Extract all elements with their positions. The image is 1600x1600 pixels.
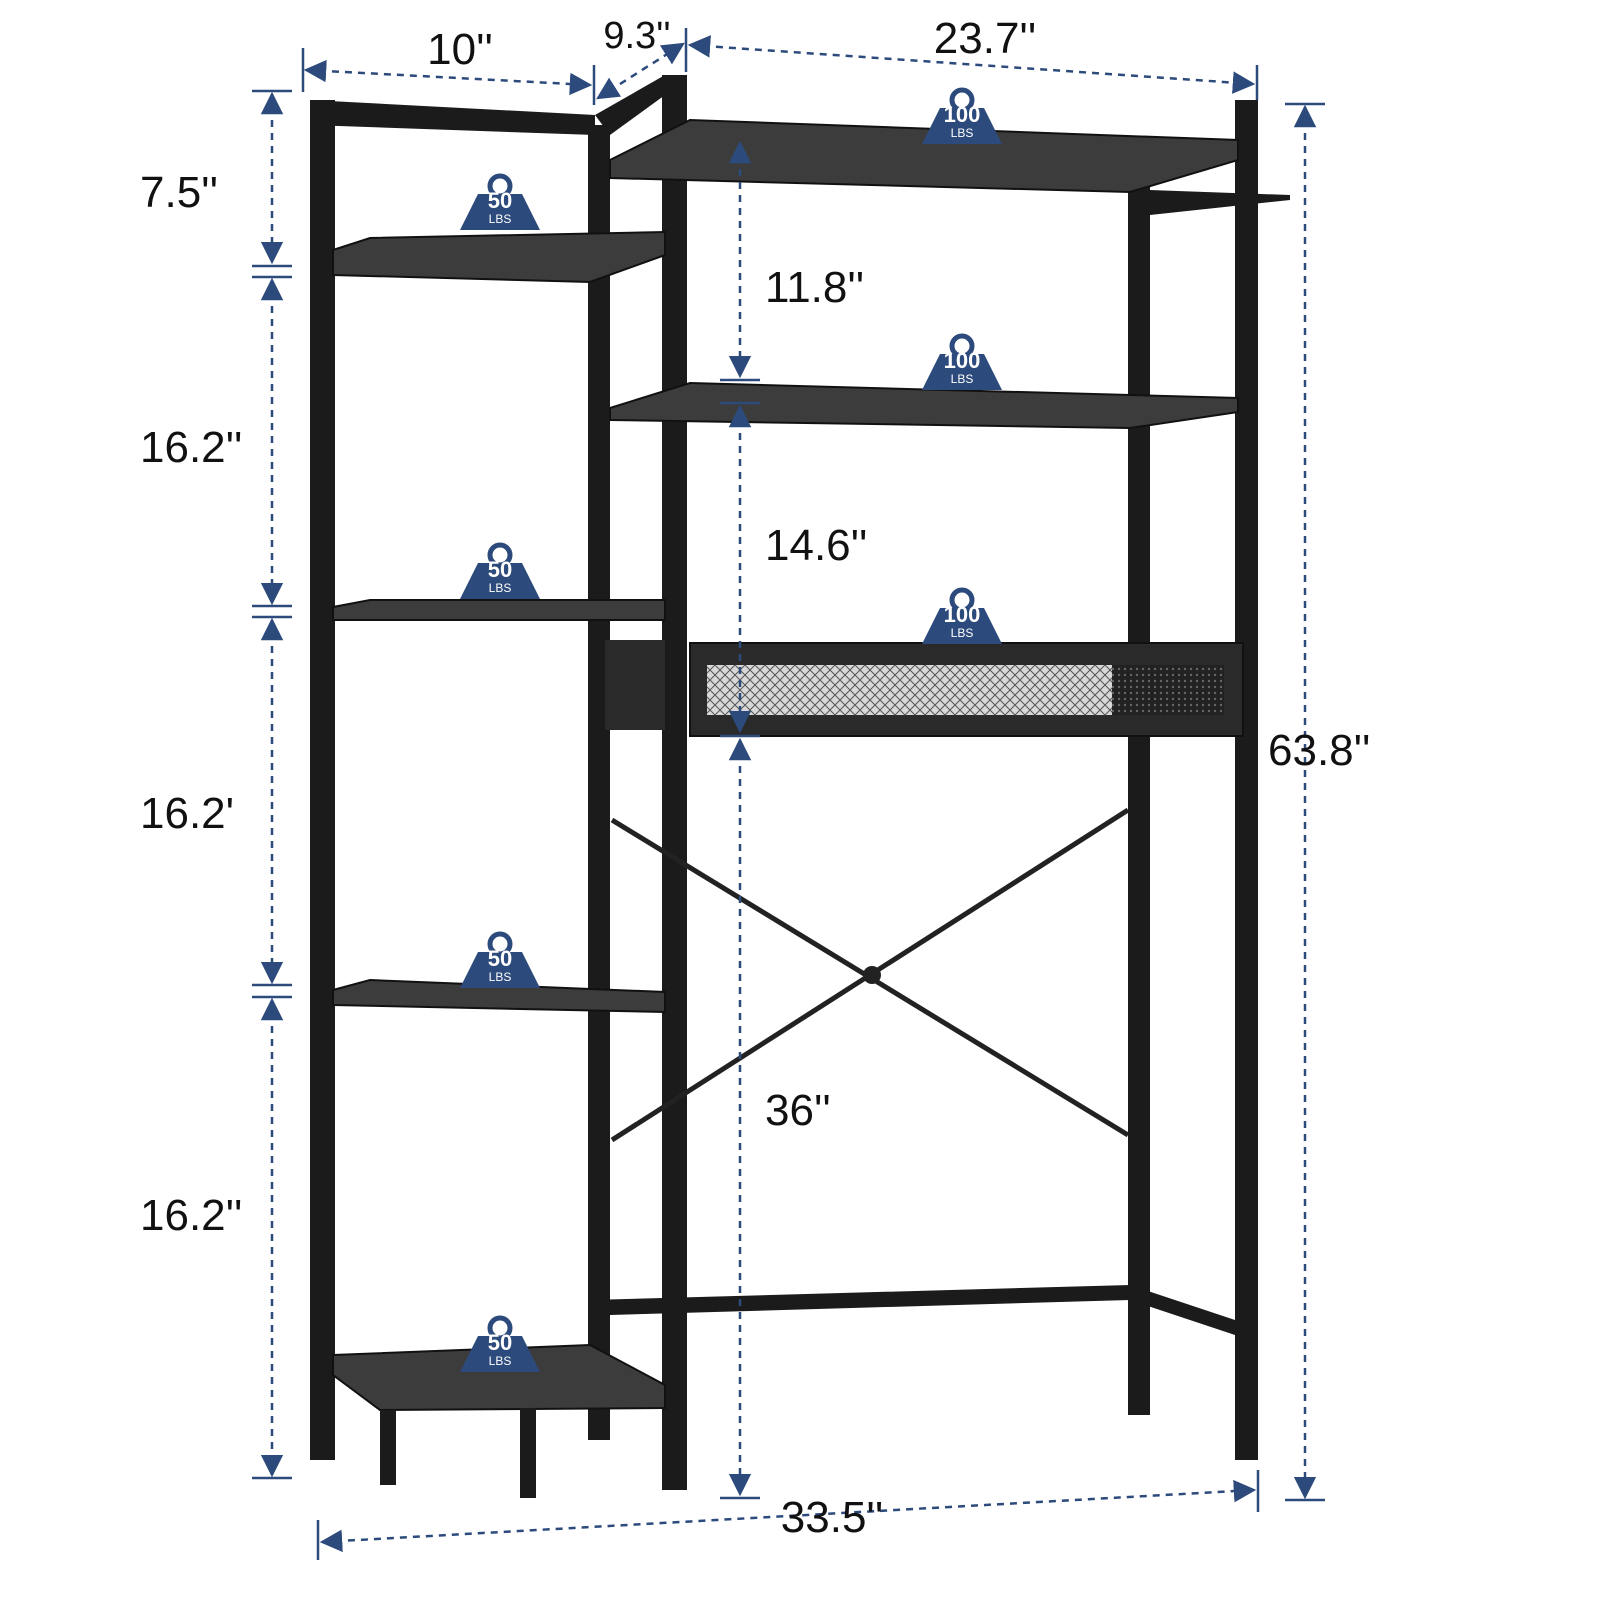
left-shelf-2	[332, 599, 666, 621]
badge-unit: LBS	[489, 581, 512, 595]
left-shelf-4	[332, 1343, 666, 1412]
badge-value: 50	[488, 1330, 512, 1355]
badge-value: 100	[944, 602, 981, 627]
left-shelves	[332, 230, 666, 1498]
step-leg	[520, 1408, 536, 1498]
left-shelf-1	[332, 230, 666, 284]
right-shelf-middle	[609, 381, 1239, 430]
left-shelf-3	[332, 978, 666, 1014]
dim-line-23-7	[687, 35, 1256, 94]
drawer-mesh-dark	[1112, 665, 1224, 715]
badge-value: 50	[488, 557, 512, 582]
badge-value: 100	[944, 348, 981, 373]
dimension-lines	[252, 28, 1325, 1560]
label-right-gap-3: 36''	[765, 1086, 831, 1135]
badge-value: 50	[488, 188, 512, 213]
badge-unit: LBS	[951, 126, 974, 140]
brace-joint	[863, 966, 881, 984]
label-left-gap-1: 7.5''	[140, 168, 218, 217]
label-left-gap-3: 16.2'	[140, 789, 234, 838]
label-total-width: 33.5''	[781, 1493, 883, 1542]
bottom-bar	[590, 1285, 1235, 1335]
badge-value: 100	[944, 102, 981, 127]
side-drawer	[605, 640, 665, 730]
step-leg	[380, 1410, 396, 1485]
frame	[310, 75, 1290, 1490]
label-left-gap-4: 16.2''	[140, 1191, 242, 1240]
badge-unit: LBS	[951, 626, 974, 640]
drawer-mesh	[707, 665, 1112, 715]
label-right-gap-1: 11.8''	[765, 263, 864, 312]
label-left-shelf-depth: 9.3''	[603, 15, 670, 57]
right-shelves	[609, 118, 1244, 737]
right-shelf-top	[609, 118, 1239, 194]
badge-unit: LBS	[489, 1354, 512, 1368]
top-bar-left	[310, 100, 595, 135]
post-right-front	[1235, 100, 1258, 1460]
badge-unit: LBS	[489, 212, 512, 226]
dim-line-10	[303, 59, 593, 96]
post-left-back	[588, 125, 610, 1440]
post-left-front	[310, 100, 335, 1460]
label-top-width: 23.7''	[934, 14, 1036, 63]
label-left-gap-2: 16.2''	[140, 423, 242, 472]
label-left-shelf-width: 10''	[427, 25, 493, 74]
label-right-gap-2: 14.6''	[765, 521, 867, 570]
badge-unit: LBS	[951, 372, 974, 386]
side-hook	[1150, 190, 1290, 215]
dim-line-9-3	[596, 42, 685, 100]
label-total-height: 63.8''	[1268, 726, 1370, 775]
badge-unit: LBS	[489, 970, 512, 984]
post-right-back	[1128, 185, 1150, 1415]
post-middle	[662, 75, 687, 1490]
badge-value: 50	[488, 946, 512, 971]
